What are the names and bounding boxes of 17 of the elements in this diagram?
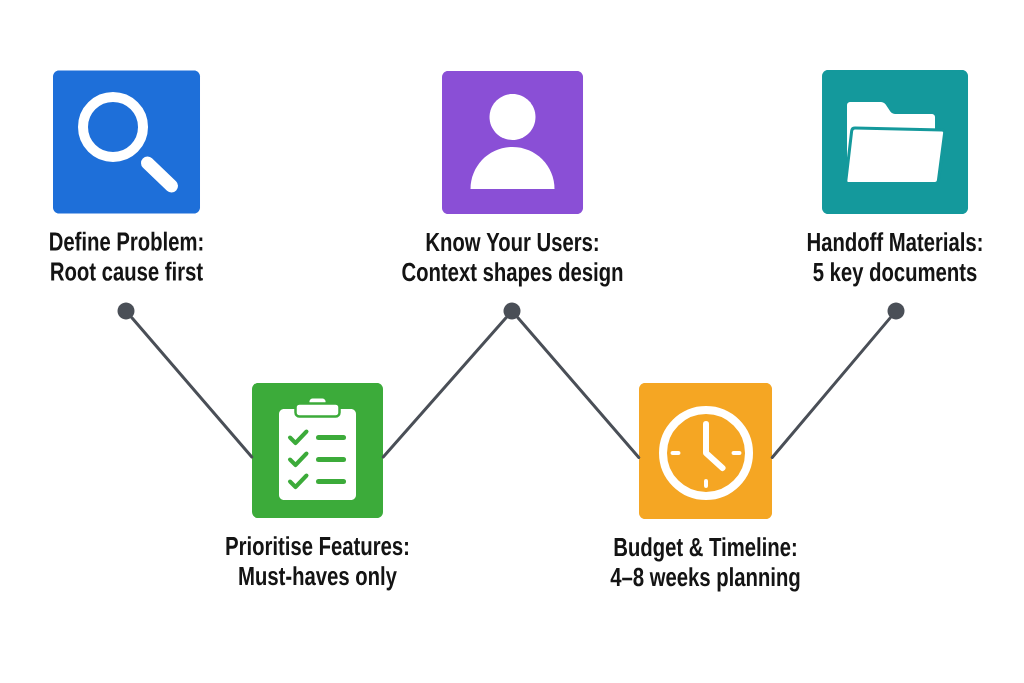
connector-line xyxy=(516,316,641,459)
step-description: Root cause first xyxy=(51,261,203,281)
connector-line xyxy=(381,316,508,459)
step-heading: Define Problem: xyxy=(50,231,203,251)
step-description: 5 key documents xyxy=(813,262,977,287)
junction-dot xyxy=(503,302,521,320)
junction-dot xyxy=(117,302,135,320)
connector-line xyxy=(770,316,892,459)
step-heading: Budget & Timeline: xyxy=(614,537,796,562)
step-description: Context shapes design xyxy=(402,262,623,287)
step-description: 4–8 weeks planning xyxy=(610,567,800,592)
step-description: Must-haves only xyxy=(239,566,397,591)
junction-dot xyxy=(887,302,905,320)
step-heading: Handoff Materials: xyxy=(807,232,982,252)
step-heading: Prioritise Features: xyxy=(226,536,408,556)
step-heading: Know Your Users: xyxy=(426,233,598,252)
connector-line xyxy=(130,316,254,459)
